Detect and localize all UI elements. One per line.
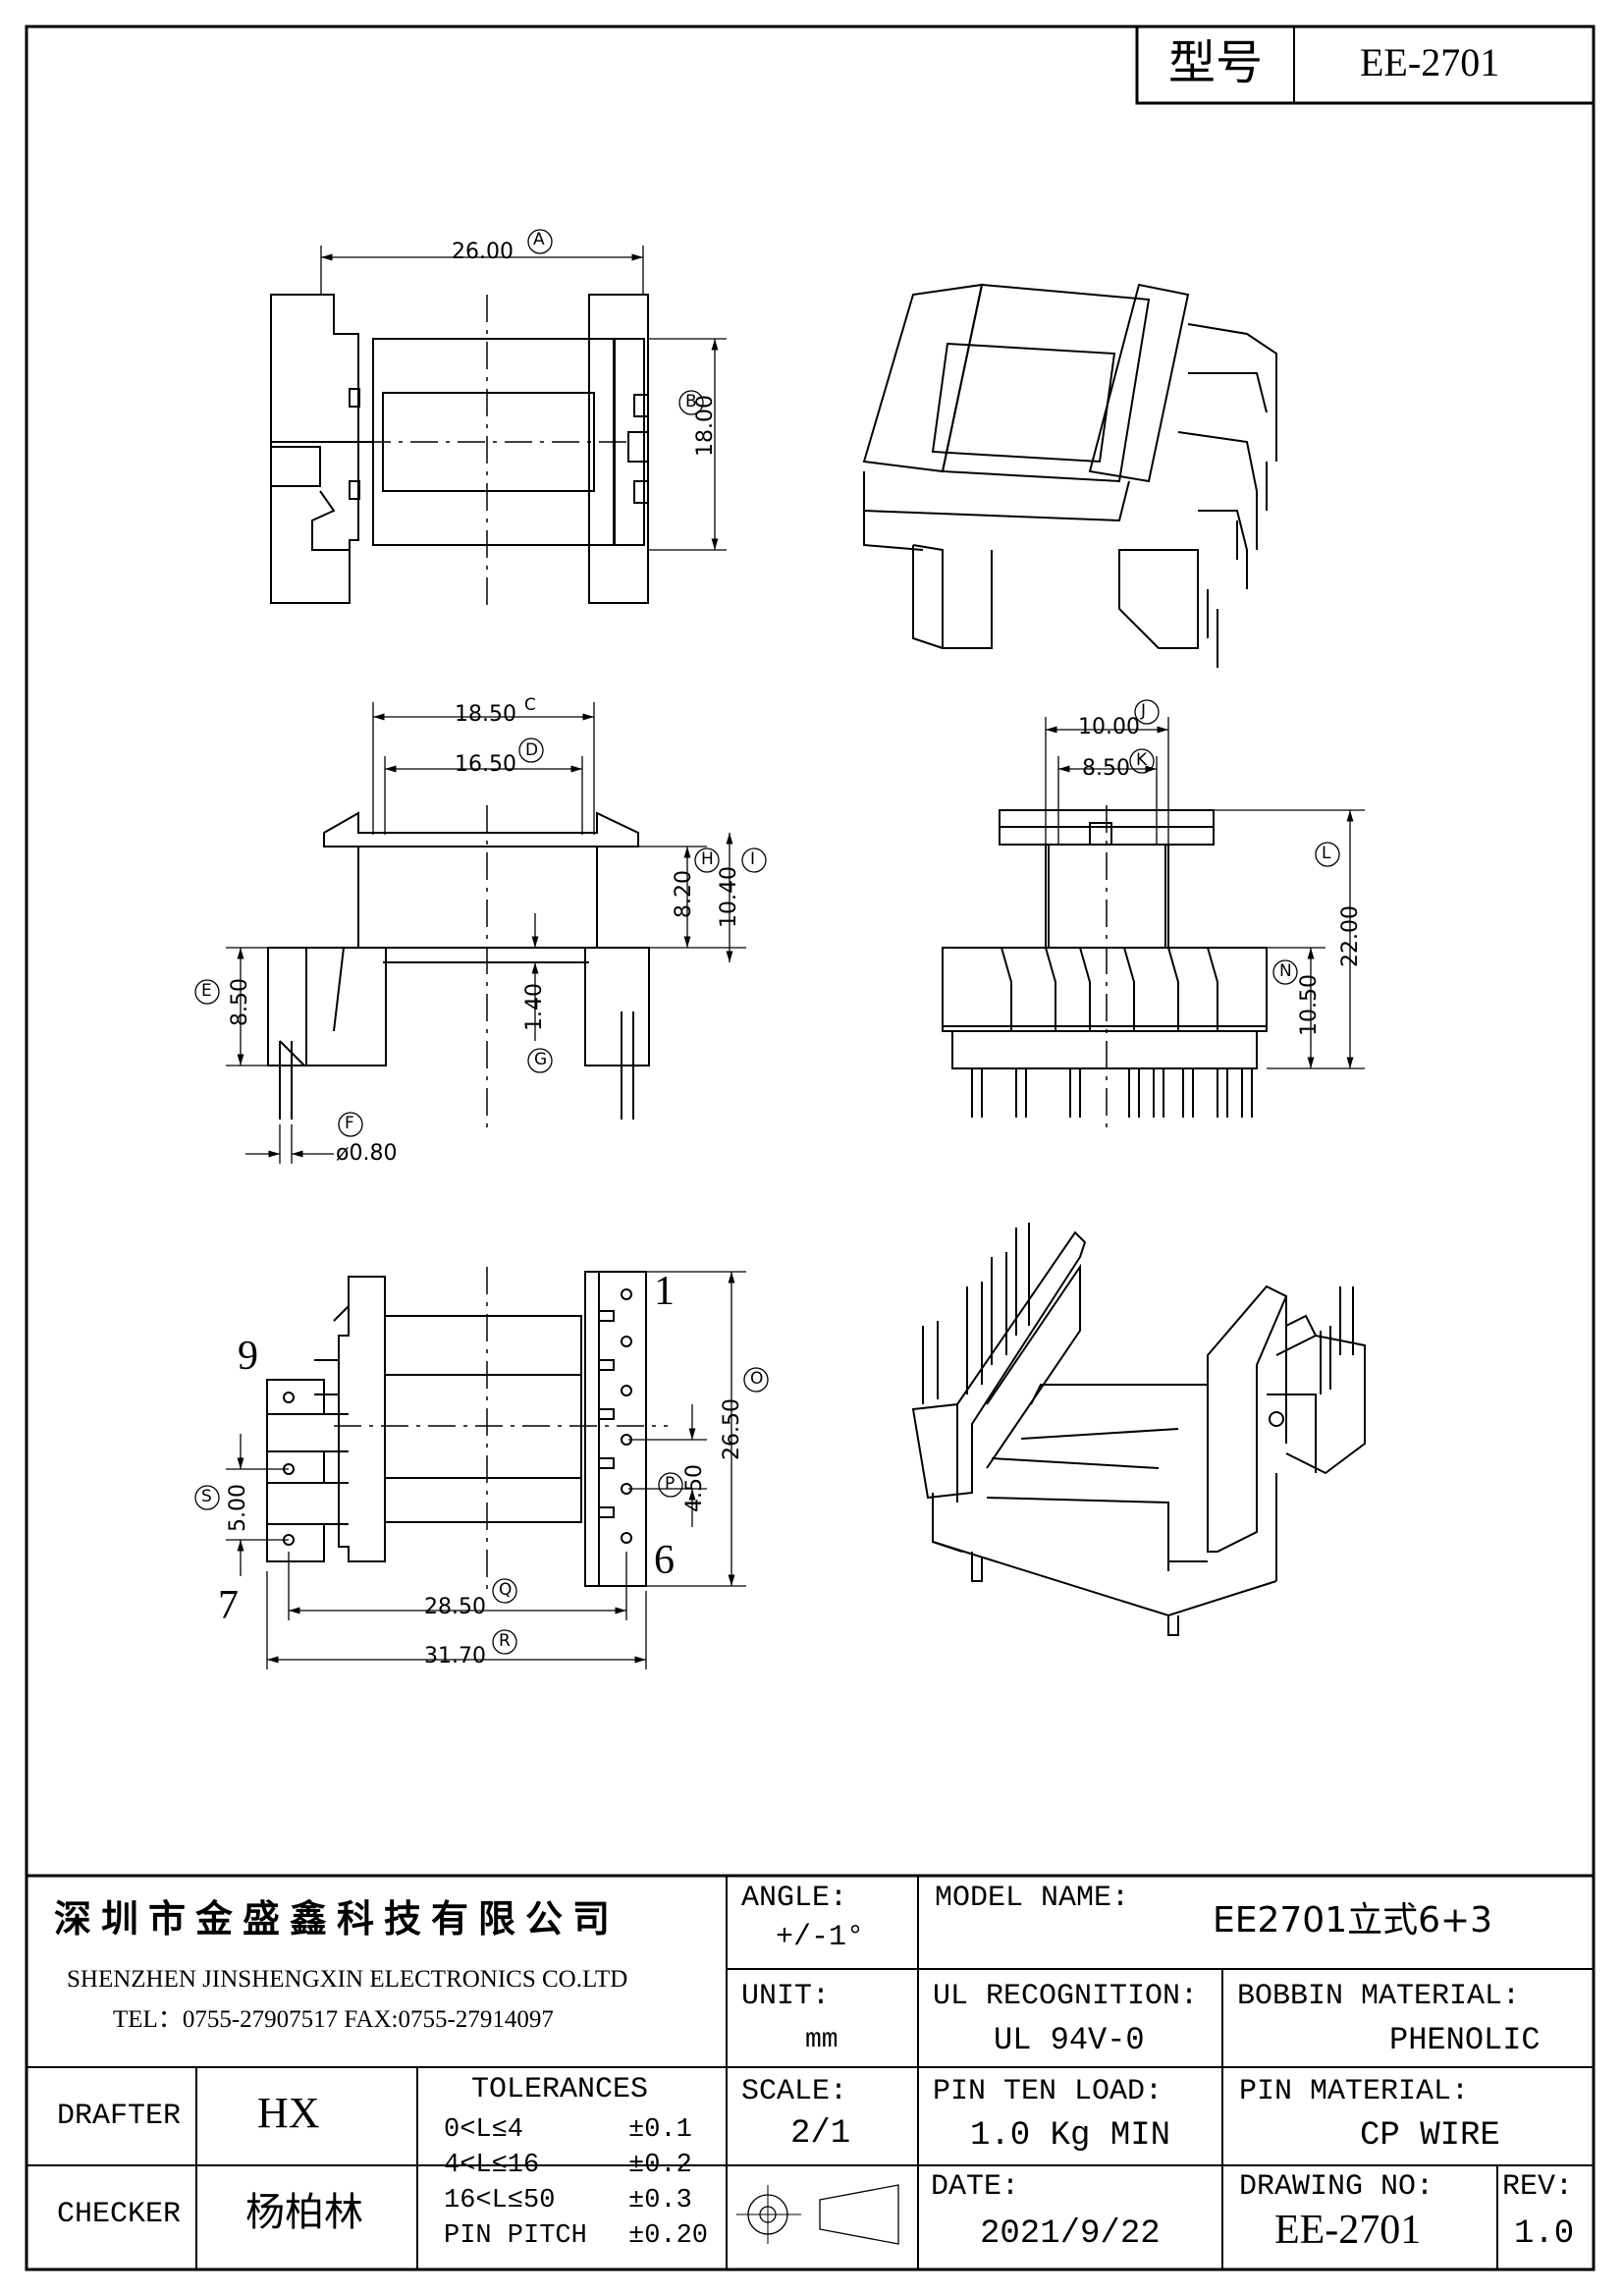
- tag-r: R: [499, 1631, 511, 1651]
- tag-s: S: [201, 1487, 212, 1506]
- header-box: [1135, 25, 1596, 105]
- pin-material-label: PIN MATERIAL:: [1239, 2075, 1470, 2108]
- tag-j: J: [1141, 701, 1147, 721]
- angle-label: ANGLE:: [741, 1882, 848, 1915]
- tag-p: P: [665, 1474, 676, 1494]
- drawing-no-value: EE-2701: [1274, 2208, 1422, 2253]
- tag-b: B: [685, 392, 697, 411]
- dim-g: 1.40: [522, 983, 547, 1031]
- scale-value: 2/1: [790, 2115, 851, 2153]
- side-view: [942, 699, 1365, 1129]
- bobbin-material-label: BOBBIN MATERIAL:: [1237, 1980, 1521, 2013]
- tag-d: D: [525, 740, 539, 760]
- dim-n: 10.50: [1297, 974, 1322, 1036]
- rev-label: REV:: [1502, 2170, 1574, 2204]
- dim-f: ø0.80: [336, 1141, 398, 1166]
- dim-r: 31.70: [424, 1644, 486, 1668]
- tolerance-value-3: ±0.3: [628, 2186, 692, 2215]
- model-name-label: MODEL NAME:: [935, 1882, 1130, 1915]
- dim-c: 18.50: [455, 702, 516, 727]
- ul-value: UL 94V-0: [994, 2022, 1145, 2058]
- bottom-view: [194, 1267, 769, 1669]
- iso-view-lower: [911, 1223, 1366, 1636]
- dim-e: 8.50: [228, 978, 252, 1026]
- tolerance-value-4: ±0.20: [628, 2221, 709, 2251]
- pin-load-value: 1.0 Kg MIN: [970, 2117, 1171, 2155]
- dim-a: 26.00: [452, 240, 514, 264]
- tolerance-value-2: ±0.2: [628, 2151, 692, 2180]
- date-label: DATE:: [931, 2170, 1020, 2204]
- dim-p: 4.50: [682, 1464, 707, 1512]
- sheet-border: [25, 25, 1596, 2271]
- tag-c: C: [524, 695, 536, 715]
- dim-q: 28.50: [424, 1595, 486, 1619]
- tag-e: E: [201, 981, 212, 1001]
- tag-l: L: [1322, 844, 1331, 863]
- tag-i: I: [750, 849, 756, 869]
- model-name-value: EE2701立式6+3: [1213, 1900, 1493, 1941]
- dim-s: 5.00: [226, 1484, 250, 1532]
- tag-n: N: [1279, 961, 1292, 981]
- pin-7-label: 7: [218, 1583, 239, 1628]
- tag-f: F: [345, 1114, 354, 1133]
- tolerance-range-3: 16<L≤50: [444, 2186, 556, 2215]
- title-block-grid: [27, 1874, 1594, 2269]
- tolerances-label: TOLERANCES: [471, 2073, 649, 2106]
- pin-1-label: 1: [654, 1269, 675, 1314]
- tolerance-value-1: ±0.1: [628, 2115, 692, 2145]
- dim-d: 16.50: [455, 752, 516, 777]
- pin-material-value: CP WIRE: [1360, 2117, 1500, 2155]
- date-value: 2021/9/22: [980, 2215, 1161, 2253]
- drafter-label: DRAFTER: [57, 2100, 182, 2133]
- tag-k: K: [1136, 750, 1148, 770]
- iso-view-upper: [862, 283, 1277, 668]
- dim-k: 8.50: [1082, 756, 1130, 781]
- company-name-cn: 深圳市金盛鑫科技有限公司: [54, 1897, 621, 1941]
- dim-l: 22.00: [1338, 905, 1363, 967]
- tolerance-range-1: 0<L≤4: [444, 2115, 524, 2145]
- tag-h: H: [701, 849, 714, 869]
- pin-load-label: PIN TEN LOAD:: [933, 2075, 1163, 2108]
- tag-o: O: [750, 1369, 764, 1389]
- bobbin-material-value: PHENOLIC: [1389, 2022, 1541, 2058]
- checker-label: CHECKER: [57, 2198, 182, 2231]
- pin-9-label: 9: [238, 1334, 258, 1379]
- angle-value: +/-1°: [776, 1921, 865, 1954]
- dim-o: 26.50: [720, 1398, 744, 1460]
- front-view: [194, 702, 767, 1164]
- company-name-en: SHENZHEN JINSHENGXIN ELECTRONICS CO.LTD: [67, 1966, 628, 1993]
- dim-i: 10.40: [717, 866, 741, 928]
- model-value: EE-2701: [1360, 40, 1500, 84]
- tag-g: G: [534, 1050, 548, 1069]
- dim-b: 18.00: [693, 395, 718, 457]
- checker-value: 杨柏林: [245, 2190, 363, 2235]
- tag-q: Q: [499, 1580, 513, 1600]
- drawing-no-label: DRAWING NO:: [1239, 2170, 1434, 2204]
- tolerance-range-2: 4<L≤16: [444, 2151, 540, 2180]
- pin-6-label: 6: [654, 1538, 675, 1583]
- dim-j: 10.00: [1078, 715, 1140, 739]
- tolerance-range-4: PIN PITCH: [444, 2221, 587, 2251]
- rev-value: 1.0: [1514, 2215, 1575, 2253]
- unit-value: mm: [805, 2025, 839, 2055]
- company-contact: TEL：0755-27907517 FAX:0755-27914097: [113, 2006, 554, 2033]
- dim-h: 8.20: [672, 870, 696, 918]
- tag-a: A: [533, 230, 545, 249]
- drafter-value: HX: [257, 2089, 320, 2137]
- scale-label: SCALE:: [741, 2075, 848, 2108]
- ul-label: UL RECOGNITION:: [933, 1980, 1199, 2013]
- top-view: [270, 229, 727, 609]
- unit-label: UNIT:: [741, 1980, 831, 2013]
- model-label: 型号: [1168, 35, 1264, 90]
